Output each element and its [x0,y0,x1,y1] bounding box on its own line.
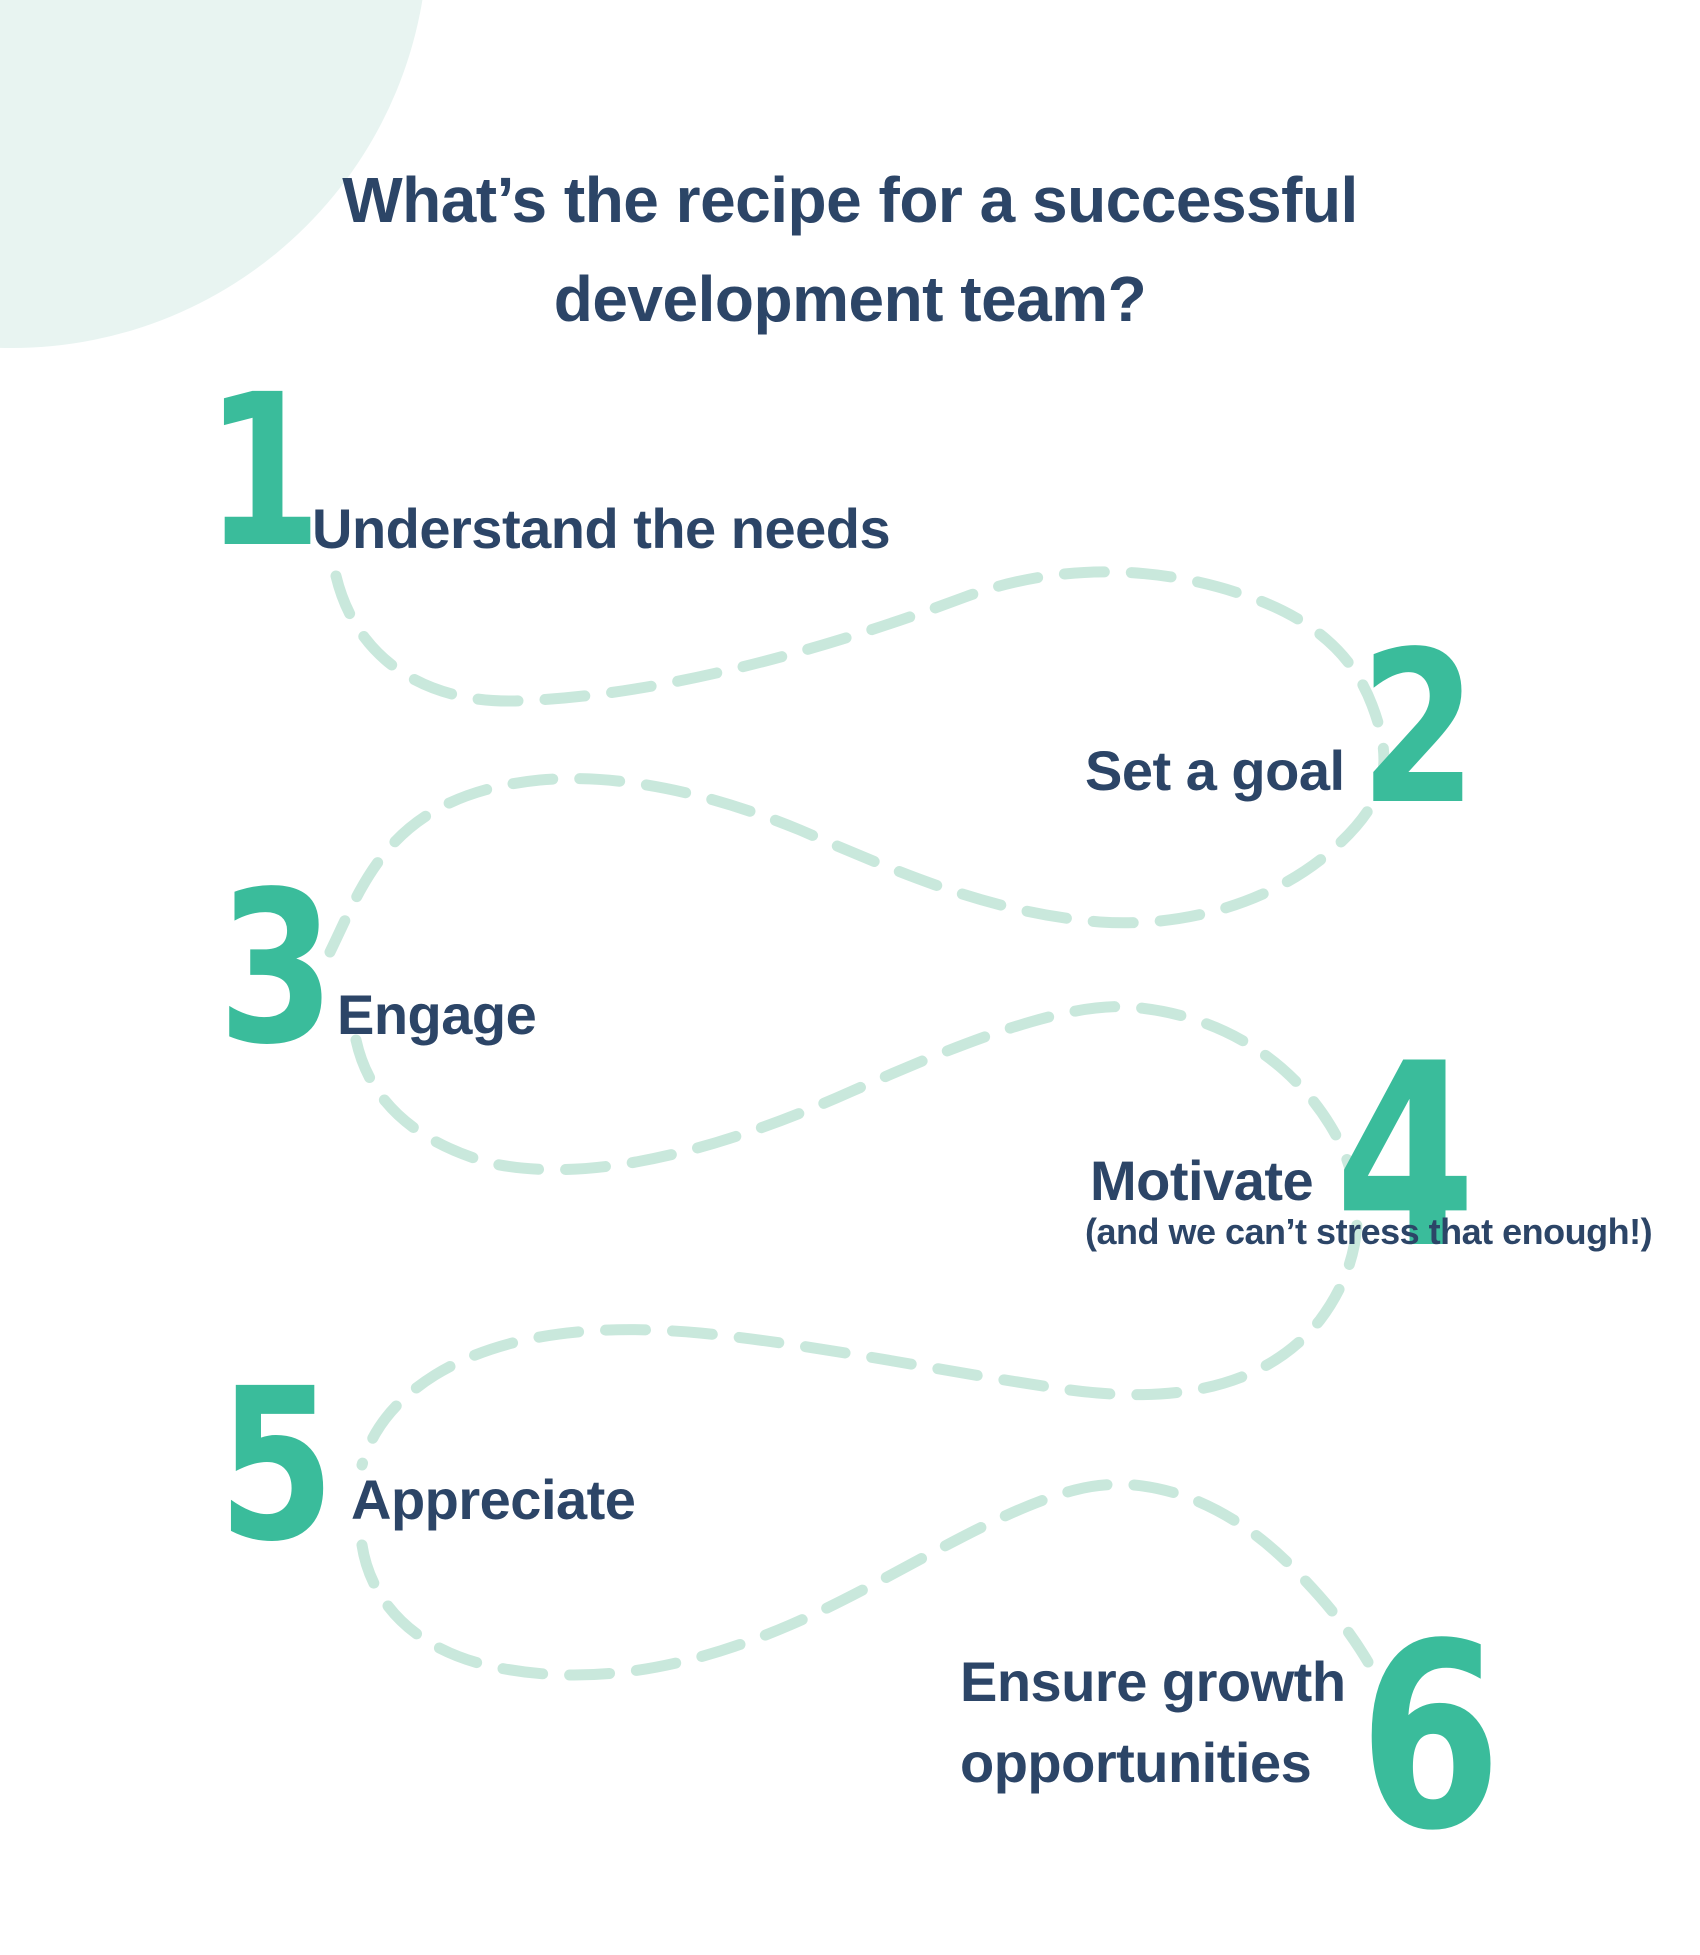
step-3-label: Engage [337,983,537,1046]
step-2-label: Set a goal [1085,739,1345,802]
dashed-connector-3-to-5 [350,1001,1363,1471]
dashed-connector-5-to-6 [356,1478,1374,1681]
dashed-connector-1-to-3 [324,566,1390,958]
step-6-number: 6 [1359,1589,1502,1887]
step-5-number: 5 [218,1343,335,1588]
step-1-label: Understand the needs [312,497,891,560]
step-3-number: 3 [218,846,335,1091]
step-6-label: Ensure growth opportunities [960,1650,1346,1795]
step-4-number: 4 [1335,1009,1476,1304]
step-4-label: Motivate [1090,1149,1314,1212]
step-4-note: (and we can’t stress that enough!) [1085,1211,1653,1252]
step-5-label: Appreciate [351,1468,636,1531]
page-title: What’s the recipe for a successful devel… [342,163,1358,336]
step-2-number: 2 [1360,606,1477,851]
step-1-number: 1 [205,349,322,594]
